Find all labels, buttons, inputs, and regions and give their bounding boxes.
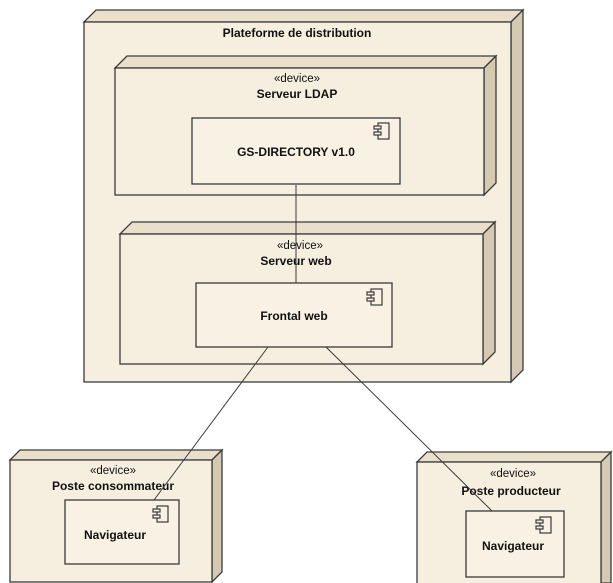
- producer-stereotype: «device»: [490, 468, 536, 480]
- component-icon: [366, 288, 383, 306]
- directory-label: GS-DIRECTORY v1.0: [237, 145, 355, 159]
- producer-browser-label: Navigateur: [482, 539, 544, 553]
- platform-title: Plateforme de distribution: [223, 26, 372, 40]
- web-stereotype: «device»: [277, 240, 323, 252]
- link-frontal-producer: [325, 346, 493, 512]
- producer-title: Poste producteur: [461, 484, 561, 498]
- frontal-web-component[interactable]: Frontal web: [195, 282, 393, 348]
- consumer-stereotype: «device»: [90, 465, 136, 477]
- frontal-web-label: Frontal web: [260, 309, 327, 323]
- ldap-server-title: Serveur LDAP: [257, 87, 338, 101]
- component-icon: [373, 122, 390, 140]
- consumer-browser-label: Navigateur: [84, 528, 146, 542]
- consumer-browser-component[interactable]: Navigateur: [64, 499, 180, 565]
- directory-component[interactable]: GS-DIRECTORY v1.0: [191, 117, 401, 185]
- ldap-stereotype: «device»: [274, 73, 320, 85]
- link-frontal-consumer: [153, 346, 269, 501]
- consumer-title: Poste consommateur: [52, 479, 174, 493]
- component-icon: [152, 505, 169, 523]
- component-icon: [535, 516, 552, 534]
- producer-browser-component[interactable]: Navigateur: [465, 510, 565, 578]
